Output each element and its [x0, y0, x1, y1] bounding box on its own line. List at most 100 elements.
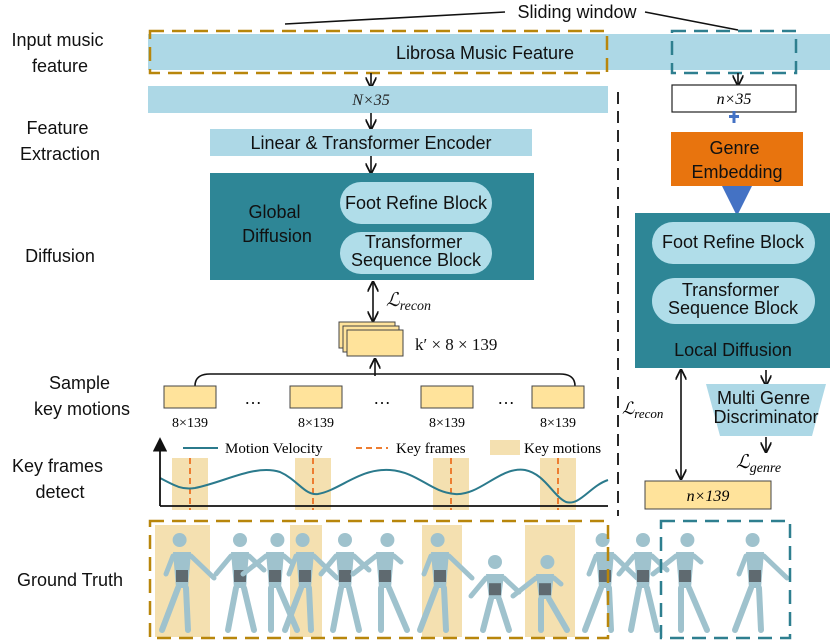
global-diffusion-title: Global Diffusion	[242, 202, 312, 246]
encoder-box	[210, 129, 532, 156]
dancer-figure	[213, 533, 267, 633]
dancer-figure	[240, 533, 300, 633]
discriminator-label: Multi Genre Discriminator	[713, 388, 818, 427]
sampled-key-boxes	[163, 385, 585, 409]
genre-embedding-label: Genre Embedding	[691, 138, 782, 182]
n139-label: n×139	[687, 488, 730, 505]
stage-label-ground-truth: Ground Truth	[17, 570, 123, 590]
librosa-feature-label: Librosa Music Feature	[396, 43, 574, 63]
dancer-figures	[159, 533, 790, 633]
genre-embedding-box	[671, 132, 803, 186]
n35-local-box	[671, 84, 797, 113]
dancer-figure	[159, 533, 217, 633]
stage-input-line1: Input music	[11, 30, 103, 50]
stage-keyframes-line2: detect	[35, 482, 84, 502]
local-foot-refine-label: Foot Refine Block	[662, 232, 805, 252]
stage-sample-line1: Sample	[49, 373, 110, 393]
stage-label-extraction: Feature Extraction	[20, 118, 100, 164]
sliding-window-label: Sliding window	[517, 2, 637, 22]
genre-line2: Embedding	[691, 162, 782, 182]
ground-truth-strip	[155, 525, 575, 637]
sliding-window-pointer-right	[644, 11, 739, 31]
stage-sample-line2: key motions	[34, 399, 130, 419]
keyframe-plot: Motion Velocity Key frames Key motions	[152, 437, 609, 510]
dancer-figure	[582, 533, 640, 633]
dots-2: …	[373, 388, 391, 408]
local-recon-loss: ℒrecon	[622, 399, 663, 421]
librosa-feature-bar	[148, 34, 830, 70]
global-recon-subscript: recon	[400, 299, 431, 314]
stack-dimension-label: k′ × 8 × 139	[415, 335, 497, 354]
local-transformer-label: Transformer Sequence Block	[668, 280, 799, 318]
stage-keyframes-line1: Key frames	[12, 456, 103, 476]
dancer-figure	[350, 533, 410, 633]
dancer-figure	[732, 533, 790, 633]
local-diffusion-title: Local Diffusion	[674, 340, 792, 360]
genre-loss-symbol: ℒ	[736, 452, 751, 473]
gt-global-frame	[148, 519, 610, 640]
key-box-2	[289, 385, 343, 409]
global-foot-refine-block	[340, 182, 492, 224]
discriminator-line1: Multi Genre	[717, 388, 810, 408]
gt-local-frame	[659, 519, 792, 640]
stage-label-diffusion: Diffusion	[25, 246, 95, 266]
legend-velocity-label: Motion Velocity	[225, 441, 323, 457]
global-transformer-line1: Transformer	[365, 232, 462, 252]
global-transformer-block	[340, 232, 492, 274]
dancer-figure	[417, 533, 475, 633]
stage-input-line2: feature	[32, 56, 88, 76]
dancer-figure	[616, 533, 670, 633]
genre-loss: ℒgenre	[736, 452, 781, 476]
multi-genre-discriminator	[706, 384, 826, 436]
key-box-3	[420, 385, 474, 409]
sample-brace	[194, 373, 576, 387]
stage-label-keyframes: Key frames detect	[12, 456, 108, 502]
global-title-line1: Global	[248, 202, 300, 222]
global-window-frame	[148, 29, 609, 75]
plus-icon	[729, 111, 739, 123]
dots-3: …	[497, 388, 515, 408]
local-window-frame	[670, 29, 798, 75]
n35-local-label: n×35	[717, 91, 752, 108]
local-transformer-line2: Sequence Block	[668, 298, 799, 318]
stage-extraction-line2: Extraction	[20, 144, 100, 164]
dancer-figure	[282, 533, 340, 633]
encoder-label: Linear & Transformer Encoder	[250, 133, 491, 153]
discriminator-line2: Discriminator	[713, 407, 818, 427]
local-foot-refine-block	[652, 222, 815, 264]
motion-velocity-curve	[159, 468, 609, 504]
key-box-4	[531, 385, 585, 409]
key-box-3-label: 8×139	[429, 416, 465, 431]
local-transformer-line1: Transformer	[682, 280, 779, 300]
dancer-figure	[650, 533, 710, 633]
key-box-1-label: 8×139	[172, 416, 208, 431]
n35-global-bar	[148, 86, 608, 113]
genre-line1: Genre	[709, 138, 759, 158]
dancer-figure	[510, 555, 570, 633]
stage-label-input: Input music feature	[11, 30, 108, 76]
key-box-4-label: 8×139	[540, 416, 576, 431]
legend-keyframes-label: Key frames	[396, 441, 466, 457]
global-transformer-line2: Sequence Block	[351, 250, 482, 270]
local-recon-subscript: recon	[634, 406, 663, 421]
key-box-2-label: 8×139	[298, 416, 334, 431]
dancer-figure	[468, 555, 522, 633]
stage-extraction-line1: Feature	[26, 118, 88, 138]
stack-layer-3	[346, 329, 404, 357]
dancer-figure	[318, 533, 372, 633]
sliding-window-pointer-left	[284, 11, 506, 25]
local-transformer-block	[652, 278, 815, 324]
genre-loss-subscript: genre	[750, 461, 781, 476]
legend-keymotions-label: Key motions	[524, 441, 601, 457]
n139-box	[644, 480, 772, 510]
global-recon-symbol: ℒ	[386, 290, 401, 311]
legend-keymotions-swatch	[490, 440, 520, 455]
stage-label-sample: Sample key motions	[34, 373, 130, 419]
global-transformer-label: Transformer Sequence Block	[351, 232, 482, 270]
global-foot-refine-label: Foot Refine Block	[345, 193, 488, 213]
global-recon-loss: ℒrecon	[386, 290, 431, 314]
key-box-1	[163, 385, 217, 409]
global-title-line2: Diffusion	[242, 226, 312, 246]
